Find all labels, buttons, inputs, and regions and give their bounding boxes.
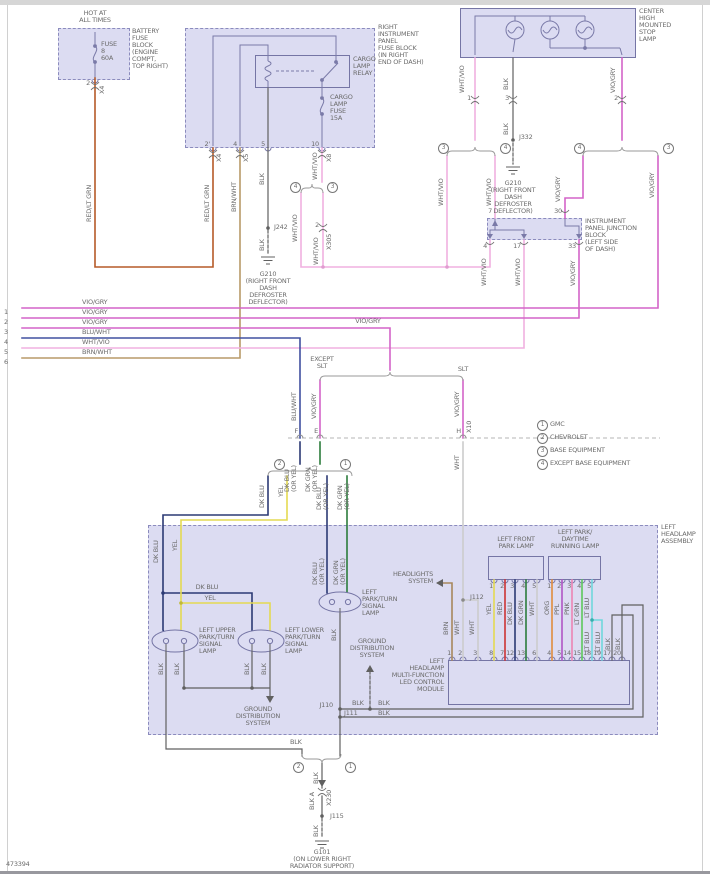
wire-brn-wht xyxy=(21,147,241,359)
wire-brn xyxy=(437,582,453,661)
ground-dist-up-arrow xyxy=(366,665,374,672)
split-braces xyxy=(267,146,659,764)
front-park-lamp-box xyxy=(488,556,544,580)
wire-wht-vio xyxy=(21,57,525,349)
page-top-edge xyxy=(0,0,710,5)
ground-dist-down-arrow xyxy=(266,696,274,703)
ground-symbols xyxy=(261,166,520,849)
lamp-symbols xyxy=(151,591,362,653)
junction-dots xyxy=(161,138,594,818)
wire-vio-gry xyxy=(21,57,659,439)
wire-yel xyxy=(180,475,495,661)
wires xyxy=(21,57,659,661)
merge-down-arrow xyxy=(318,780,326,787)
drl-lamp-box xyxy=(548,556,601,580)
wire-wht xyxy=(462,441,538,661)
page-left-edge xyxy=(7,5,8,871)
inline-connectors xyxy=(90,81,627,797)
headlights-system-arrow xyxy=(436,579,443,587)
upper-park-turn-lamp xyxy=(151,629,199,653)
connector-scallops xyxy=(91,79,626,661)
led-control-module-box xyxy=(448,660,630,705)
junction-block-arrows xyxy=(487,220,582,239)
lower-park-turn-lamp xyxy=(237,629,285,653)
flow-arrows xyxy=(266,579,443,787)
battery-fuse-block-box xyxy=(58,28,130,80)
ip-junction-block-box xyxy=(487,218,582,240)
ip-fuse-block-box xyxy=(185,28,375,148)
wire-dk-blu xyxy=(162,441,516,661)
inline-connector-row xyxy=(288,434,660,439)
wires-black xyxy=(165,57,644,839)
wire-red-lt-grn xyxy=(94,77,214,268)
page-bottom-edge xyxy=(0,871,710,874)
internal-wiring xyxy=(92,15,623,236)
page-right-edge xyxy=(702,5,703,871)
wire-blu-wht xyxy=(21,337,301,439)
wire-dk-grn xyxy=(319,441,527,661)
